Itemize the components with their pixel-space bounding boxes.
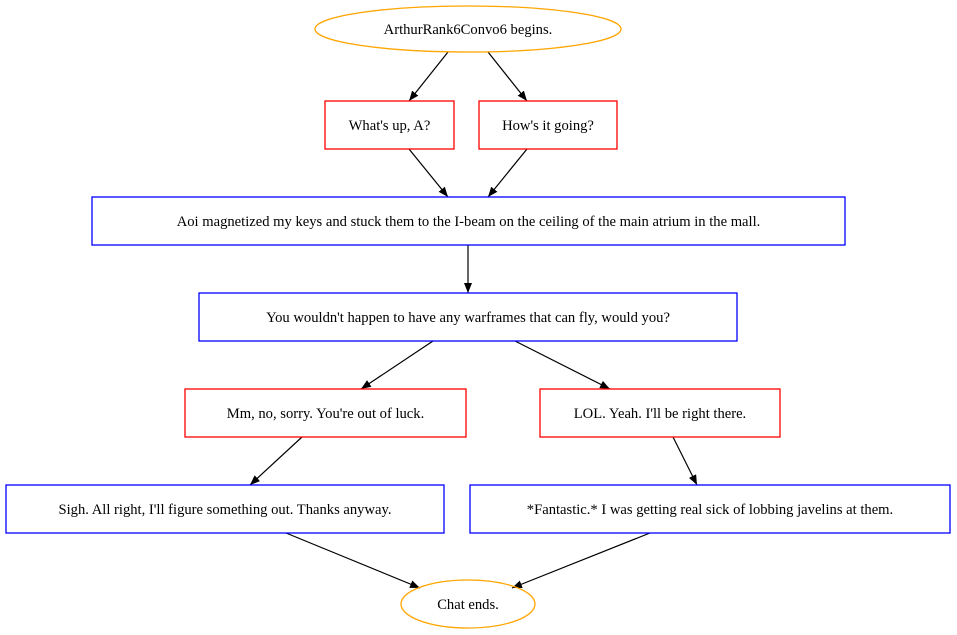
choice-node-whats-up-label: What's up, A?	[349, 118, 431, 134]
line-node-fantastic-shape	[469, 484, 951, 534]
line-node-warframes-fly-label: You wouldn't happen to have any warframe…	[266, 310, 670, 326]
end-node-shape	[400, 579, 536, 629]
line-node-sigh: Sigh. All right, I'll figure something o…	[5, 484, 445, 534]
edge-choice-no-sorry-to-line-sigh	[249, 436, 303, 486]
edge-line-fantastic-to-end	[511, 532, 651, 589]
line-node-sigh-shape	[5, 484, 445, 534]
start-node-shape	[314, 5, 622, 53]
end-node-label: Chat ends.	[437, 597, 499, 613]
start-node: ArthurRank6Convo6 begins.	[314, 5, 622, 53]
edge-line-sigh-to-end	[285, 532, 421, 589]
choice-node-hows-it-going-label: How's it going?	[502, 118, 594, 134]
choice-node-no-sorry-shape	[184, 388, 467, 438]
line-node-warframes-fly: You wouldn't happen to have any warframe…	[198, 292, 738, 342]
end-node: Chat ends.	[400, 579, 536, 629]
choice-node-lol-yeah-label: LOL. Yeah. I'll be right there.	[574, 406, 746, 422]
choice-node-lol-yeah: LOL. Yeah. I'll be right there.	[539, 388, 781, 438]
start-node-label: ArthurRank6Convo6 begins.	[384, 22, 553, 38]
edge-choice-hows-it-going-to-line-aoi-keys	[487, 148, 528, 198]
choice-node-hows-it-going: How's it going?	[478, 100, 618, 150]
edges-layer	[249, 51, 698, 589]
choice-node-lol-yeah-shape	[539, 388, 781, 438]
edge-start-to-choice-whats-up	[408, 51, 449, 102]
line-node-warframes-fly-shape	[198, 292, 738, 342]
line-node-fantastic-label: *Fantastic.* I was getting real sick of …	[527, 502, 893, 518]
edge-choice-lol-yeah-to-line-fantastic	[672, 436, 698, 486]
choice-node-hows-it-going-shape	[478, 100, 618, 150]
line-node-aoi-keys-shape	[91, 196, 846, 246]
choice-node-whats-up-shape	[324, 100, 455, 150]
edge-start-to-choice-hows-it-going	[487, 51, 528, 102]
edge-line-warframes-fly-to-choice-no-sorry	[360, 340, 434, 390]
line-node-aoi-keys: Aoi magnetized my keys and stuck them to…	[91, 196, 846, 246]
choice-node-no-sorry-label: Mm, no, sorry. You're out of luck.	[227, 406, 424, 422]
choice-node-no-sorry: Mm, no, sorry. You're out of luck.	[184, 388, 467, 438]
edge-line-warframes-fly-to-choice-lol-yeah	[514, 340, 611, 390]
line-node-sigh-label: Sigh. All right, I'll figure something o…	[59, 502, 392, 518]
choice-node-whats-up: What's up, A?	[324, 100, 455, 150]
line-node-fantastic: *Fantastic.* I was getting real sick of …	[469, 484, 951, 534]
nodes-layer: ArthurRank6Convo6 begins. What's up, A? …	[5, 5, 951, 629]
line-node-aoi-keys-label: Aoi magnetized my keys and stuck them to…	[177, 214, 761, 230]
edge-choice-whats-up-to-line-aoi-keys	[408, 148, 449, 198]
